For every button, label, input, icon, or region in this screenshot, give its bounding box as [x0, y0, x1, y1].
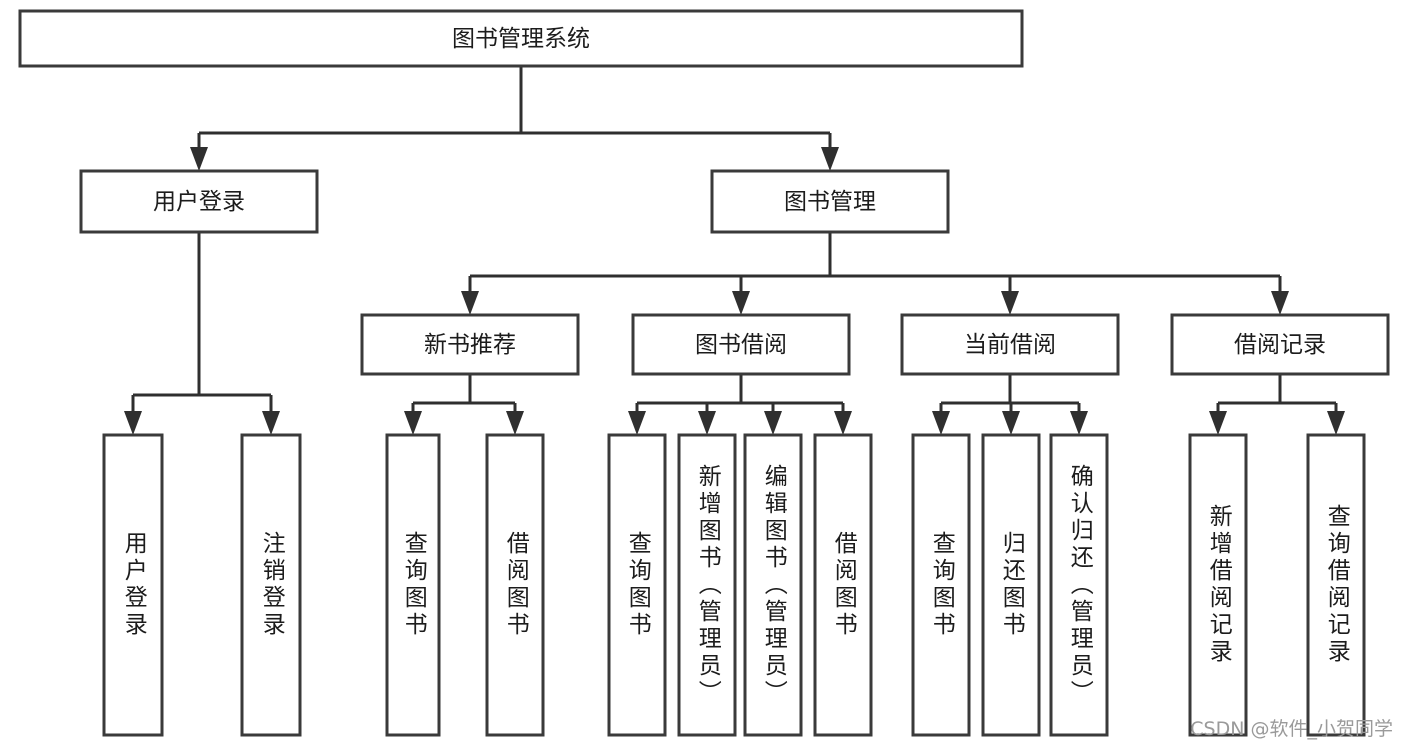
node-label-level2-1: 图书管理	[784, 189, 876, 215]
node-label-level3-3: 借阅记录	[1234, 332, 1326, 358]
leaf-box-0[interactable]	[102, 433, 164, 737]
leaf-box-6[interactable]	[743, 433, 803, 737]
arrow-head-icon	[404, 411, 422, 435]
node-label-level3-0: 新书推荐	[424, 332, 516, 358]
leaf-box-9[interactable]	[981, 433, 1041, 737]
arrow-head-icon	[1070, 411, 1088, 435]
arrow-head-icon	[506, 411, 524, 435]
leaf-box-8[interactable]	[911, 433, 971, 737]
watermark-text: CSDN @软件_小贺同学	[1190, 718, 1393, 740]
arrow-head-icon	[698, 411, 716, 435]
node-label-level3-2: 当前借阅	[964, 332, 1056, 358]
node-box-level3-3[interactable]	[1170, 313, 1390, 376]
arrow-head-icon	[124, 411, 142, 435]
leaf-box-2[interactable]	[385, 433, 441, 737]
node-box-level3-1[interactable]	[631, 313, 851, 376]
boxes-layer	[18, 9, 1390, 737]
arrow-head-icon	[821, 147, 839, 171]
node-box-level2-1[interactable]	[710, 169, 950, 234]
leaf-box-10[interactable]	[1049, 433, 1109, 737]
leaf-box-3[interactable]	[485, 433, 545, 737]
leaf-box-11[interactable]	[1188, 433, 1248, 737]
node-box-level3-0[interactable]	[360, 313, 580, 376]
arrow-head-icon	[190, 147, 208, 171]
leaf-box-5[interactable]	[677, 433, 737, 737]
arrow-head-icon	[461, 291, 479, 315]
arrow-head-icon	[628, 411, 646, 435]
leaf-box-7[interactable]	[813, 433, 873, 737]
node-box-root[interactable]	[18, 9, 1024, 68]
node-label-root: 图书管理系统	[452, 26, 590, 52]
arrow-head-icon	[1327, 411, 1345, 435]
arrow-head-icon	[1271, 291, 1289, 315]
arrow-head-icon	[262, 411, 280, 435]
connectors-layer	[124, 66, 1345, 435]
arrow-head-icon	[932, 411, 950, 435]
arrow-head-icon	[732, 291, 750, 315]
node-label-level3-1: 图书借阅	[695, 332, 787, 358]
arrow-head-icon	[1209, 411, 1227, 435]
arrow-head-icon	[764, 411, 782, 435]
leaf-box-1[interactable]	[240, 433, 302, 737]
arrow-head-icon	[834, 411, 852, 435]
node-box-level3-2[interactable]	[900, 313, 1120, 376]
leaf-box-4[interactable]	[607, 433, 667, 737]
arrow-head-icon	[1002, 411, 1020, 435]
leaf-box-12[interactable]	[1306, 433, 1366, 737]
node-label-level2-0: 用户登录	[153, 189, 245, 215]
node-box-level2-0[interactable]	[79, 169, 319, 234]
arrow-head-icon	[1001, 291, 1019, 315]
